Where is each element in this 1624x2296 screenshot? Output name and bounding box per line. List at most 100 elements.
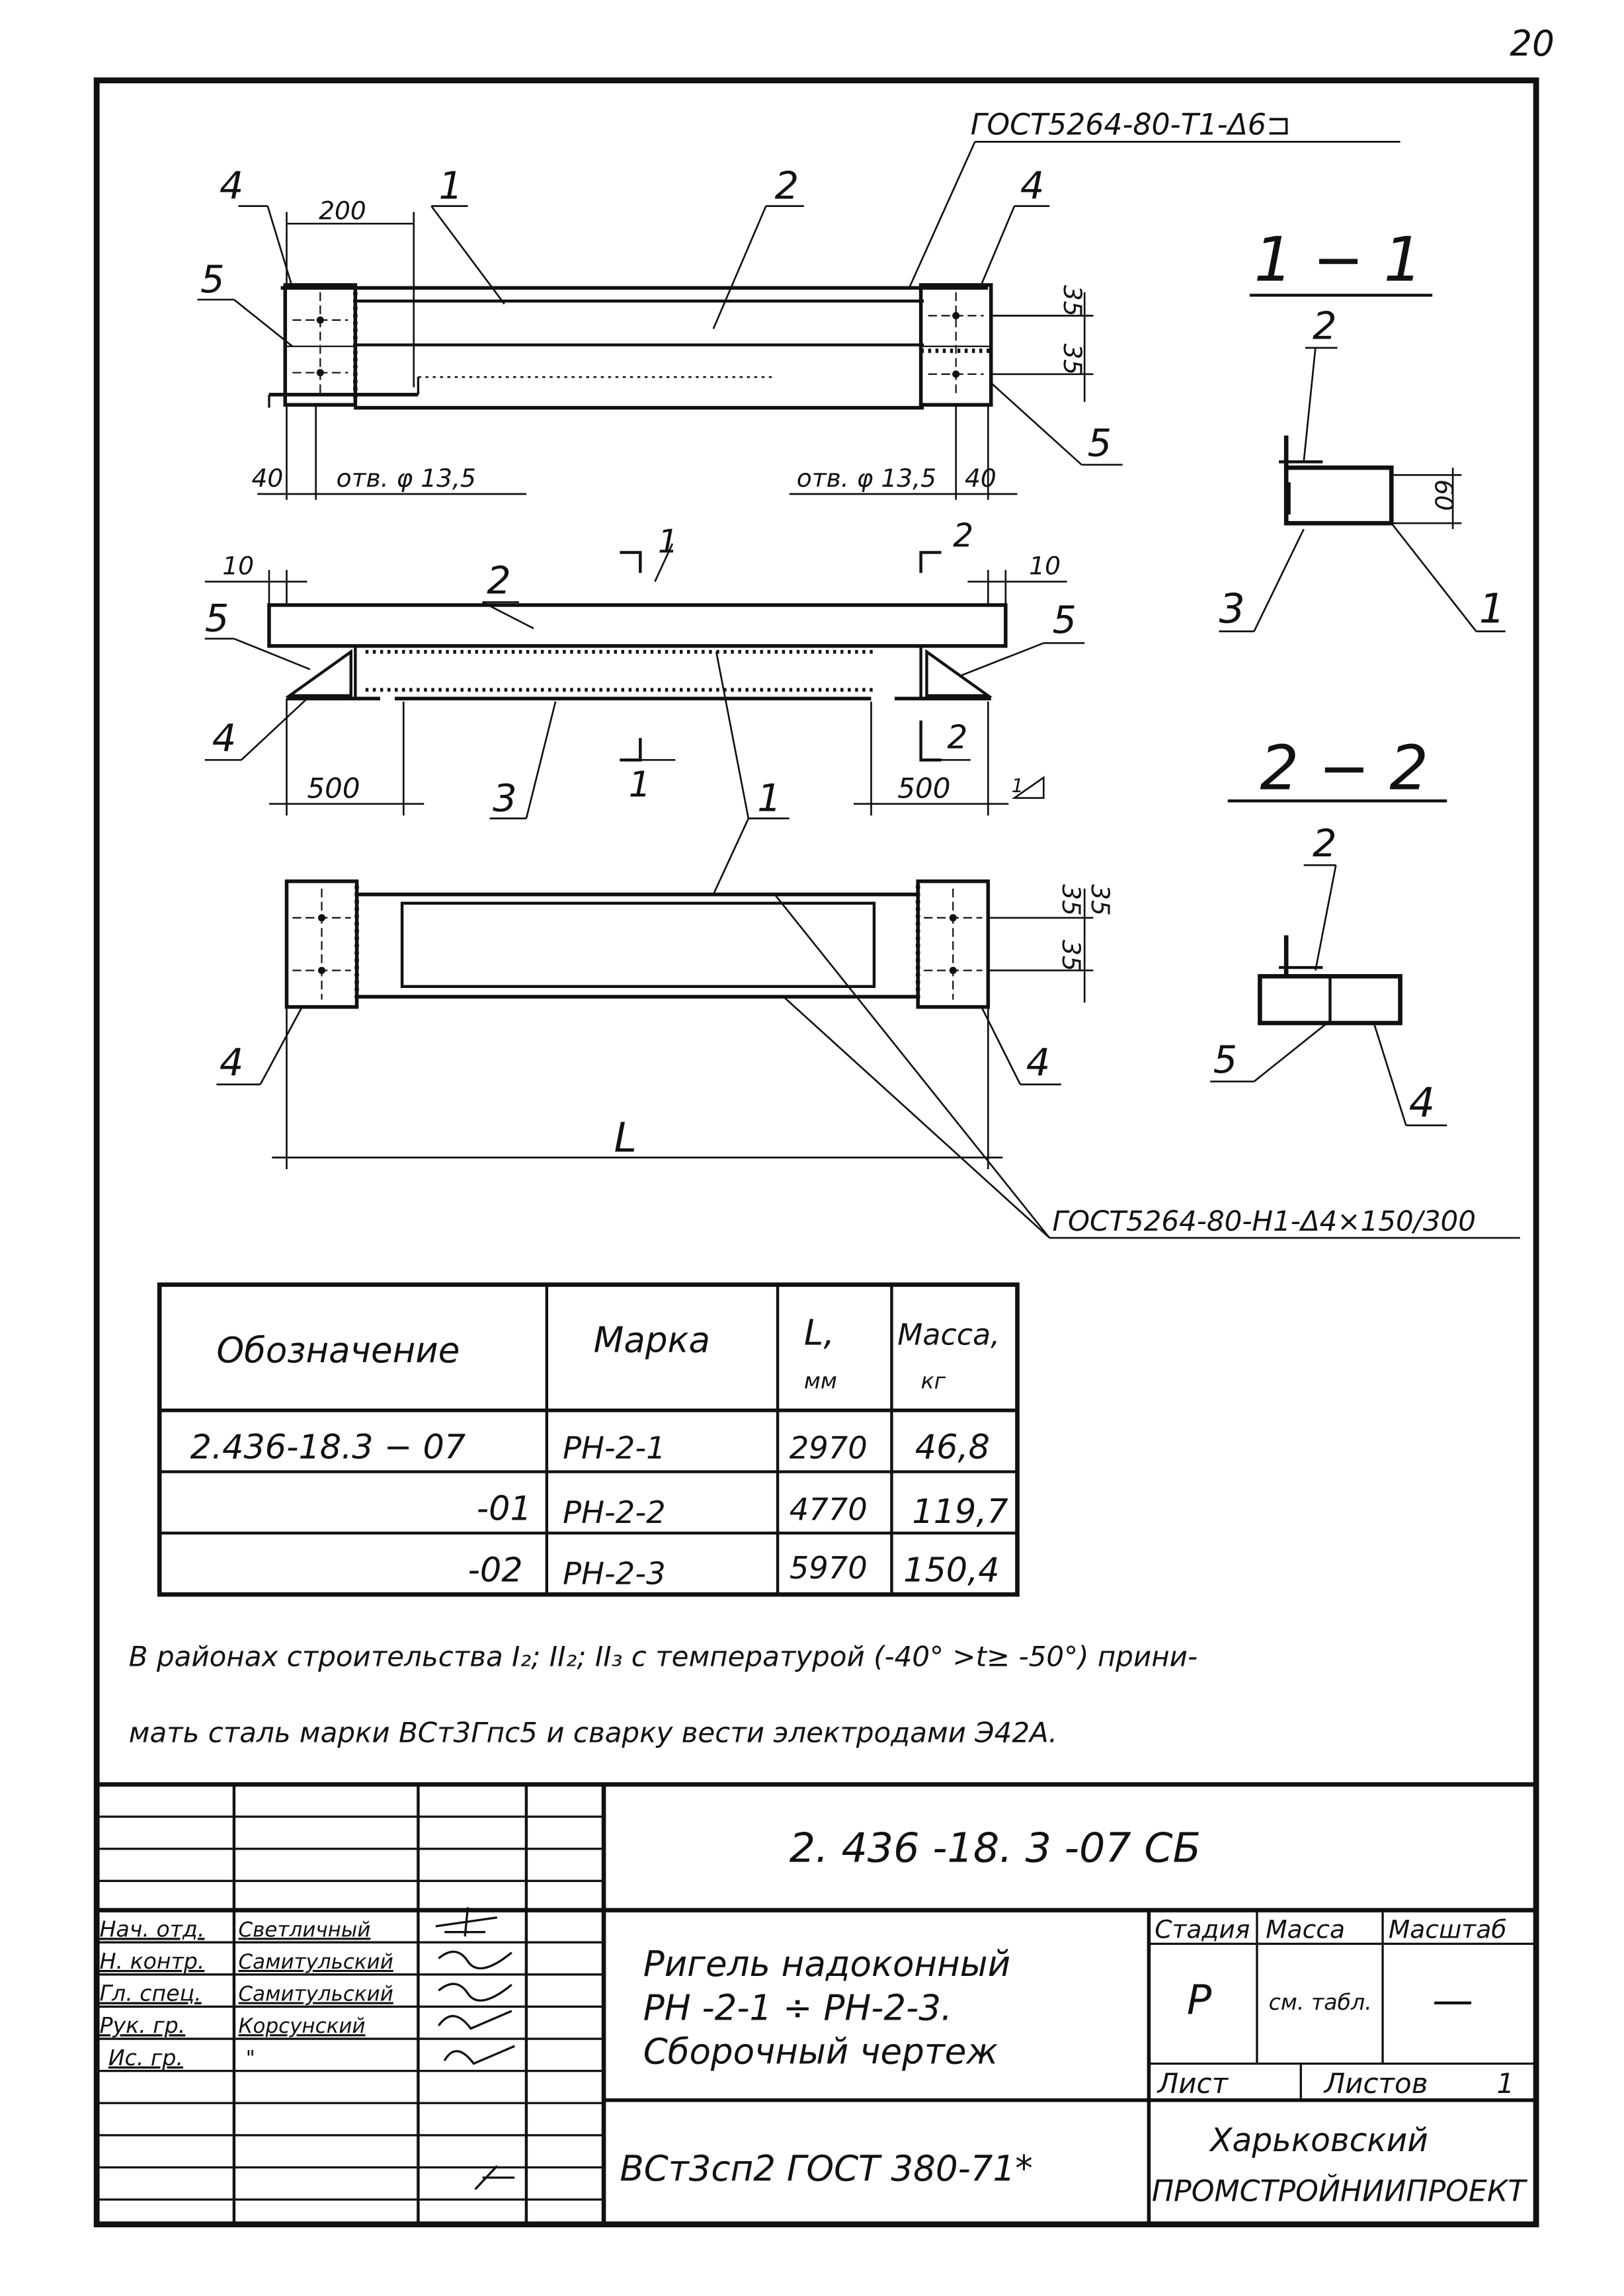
section-2-callout-2: 2 <box>1313 821 1337 866</box>
row-1-mark: РН-2-1 <box>563 1430 665 1466</box>
row-2-length: 4770 <box>790 1491 868 1527</box>
table-header-mass-unit: кг <box>921 1368 946 1394</box>
table-header-mass: Масса, <box>897 1318 1000 1352</box>
page-number: 20 <box>1510 23 1554 64</box>
table-header-length-unit: мм <box>804 1368 837 1394</box>
callout-5-top-right: 5 <box>1088 421 1112 466</box>
callout-2-mid: 2 <box>487 558 511 602</box>
cut-2-top: 2 <box>953 518 973 555</box>
callout-4-mid: 4 <box>212 716 237 760</box>
mass-value: см. табл. <box>1269 1989 1372 2015</box>
callout-2-top: 2 <box>775 164 799 208</box>
name-5: " <box>246 2047 255 2070</box>
table-header-designation: Обозначение <box>216 1330 460 1371</box>
row-1-mass: 46,8 <box>915 1428 990 1467</box>
dim-40-left: 40 <box>251 464 283 493</box>
title-line-1: Ригель надоконный <box>643 1944 1010 1985</box>
section-2-callout-5: 5 <box>1213 1038 1238 1082</box>
section-2-2: 2 − 2 2 5 4 <box>1210 732 1447 1126</box>
dim-60: 60 <box>1430 479 1459 511</box>
callout-5-mid-right: 5 <box>1053 598 1077 642</box>
callout-1-top: 1 <box>438 164 463 208</box>
section-1-callout-2: 2 <box>1313 304 1337 348</box>
title-block: 2. 436 -18. 3 -07 СБ Нач. отд. Н. контр.… <box>97 1782 1537 2225</box>
scale-value: — <box>1432 1976 1473 2024</box>
dim-35-b: 35 <box>1058 343 1087 375</box>
cut-1-top: 1 <box>658 523 678 560</box>
callout-1-bot: 1 <box>757 776 782 821</box>
cut-1-bottom: 1 <box>629 764 651 805</box>
dim-35-d: 35 <box>1086 884 1115 916</box>
role-1: Нач. отд. <box>100 1916 205 1942</box>
note-line-2: мать сталь марки ВСт3Гпс5 и сварку вести… <box>129 1716 1057 1748</box>
name-4: Корсунский <box>239 2014 366 2038</box>
doc-code: 2. 436 -18. 3 -07 СБ <box>790 1824 1201 1872</box>
name-1: Светличный <box>239 1918 371 1942</box>
sheet-frame <box>93 77 1539 2228</box>
dim-10-right: 10 <box>1029 552 1061 581</box>
row-3-length: 5970 <box>790 1550 868 1586</box>
section-2-callout-4: 4 <box>1409 1079 1435 1126</box>
top-view: 200 4 1 2 5 4 ГОСТ5264-80-Т1-Δ6⊐ 35 35 <box>197 108 1401 500</box>
weld-top-label: ГОСТ5264-80-Т1-Δ6⊐ <box>971 108 1291 142</box>
signatures <box>435 1906 515 2190</box>
hole-left-label: отв. φ 13,5 <box>337 464 476 493</box>
row-1-designation: 2.436-18.3 − 07 <box>190 1428 466 1467</box>
row-2-mass: 119,7 <box>912 1492 1008 1531</box>
dim-35-c: 35 <box>1057 884 1086 916</box>
dim-40-right: 40 <box>965 464 996 493</box>
table-header-length: L, <box>804 1312 834 1353</box>
stage-value: Р <box>1187 1976 1212 2024</box>
section-1-1: 1 − 1 60 2 3 1 <box>1219 224 1506 632</box>
bottom-view: 35 35 35 4 4 L ГОСТ5264-80-Н1-Δ4×150/300 <box>216 879 1520 1239</box>
role-2: Н. контр. <box>100 1948 205 1974</box>
scale-label: Масштаб <box>1389 1915 1507 1944</box>
mass-label: Масса <box>1266 1915 1345 1944</box>
sheets-label: Листов <box>1323 2067 1428 2100</box>
row-3-mass: 150,4 <box>903 1550 1000 1589</box>
dim-200: 200 <box>319 196 366 226</box>
front-view: 10 10 2 1 1 2 2 5 4 5 3 <box>205 518 1085 895</box>
row-2-designation: -01 <box>477 1489 532 1528</box>
note-line-1: В районах строительства I₂; II₂; II₃ с т… <box>129 1640 1198 1672</box>
dim-35-a: 35 <box>1058 285 1087 317</box>
callout-4-top-left: 4 <box>220 164 244 208</box>
dim-500-left: 500 <box>307 772 360 805</box>
section-1-title: 1 − 1 <box>1254 224 1423 295</box>
callout-4-bot-left: 4 <box>220 1041 244 1085</box>
section-1-callout-3: 3 <box>1219 585 1245 632</box>
dim-L: L <box>614 1114 637 1162</box>
stage-label: Стадия <box>1155 1915 1250 1944</box>
dim-10-left: 10 <box>222 552 254 581</box>
callout-5-mid-left: 5 <box>205 596 229 641</box>
section-2-title: 2 − 2 <box>1260 732 1428 803</box>
org-line-1: Харьковский <box>1208 2122 1428 2159</box>
callout-3-bot: 3 <box>493 776 517 821</box>
sheets-value: 1 <box>1496 2067 1514 2100</box>
material: ВСт3сп2 ГОСТ 380-71* <box>620 2148 1032 2189</box>
spec-table: Обозначение Марка L, мм Масса, кг 2.436-… <box>157 1282 1020 1597</box>
sheet-label: Лист <box>1157 2067 1229 2100</box>
hole-right-label: отв. φ 13,5 <box>797 464 936 493</box>
name-3: Самитульский <box>239 1983 393 2006</box>
row-3-designation: -02 <box>468 1550 523 1589</box>
weld-bottom-label: ГОСТ5264-80-Н1-Δ4×150/300 <box>1053 1205 1476 1237</box>
callout-5-top-left: 5 <box>200 257 225 302</box>
table-header-mark: Марка <box>594 1319 710 1360</box>
role-5: Ис. гр. <box>108 2045 183 2070</box>
callout-4-bot-right: 4 <box>1026 1041 1051 1085</box>
dim-35-e: 35 <box>1057 940 1086 971</box>
title-line-2: РН -2-1 ÷ РН-2-3. <box>643 1987 952 2028</box>
org-line-2: ПРОМСТРОЙНИИПРОЕКТ <box>1152 2173 1527 2208</box>
role-3: Гл. спец. <box>100 1981 202 2006</box>
row-2-mark: РН-2-2 <box>563 1495 665 1530</box>
cut-2-bottom: 2 <box>947 719 967 757</box>
name-2: Самитульский <box>239 1950 393 1974</box>
title-line-3: Сборочный чертеж <box>643 2031 998 2072</box>
section-1-callout-1: 1 <box>1479 585 1505 632</box>
callout-4-top-right: 4 <box>1020 164 1045 208</box>
row-3-mark: РН-2-3 <box>563 1556 665 1592</box>
row-1-length: 2970 <box>790 1430 868 1466</box>
dim-500-right: 500 <box>897 772 950 805</box>
